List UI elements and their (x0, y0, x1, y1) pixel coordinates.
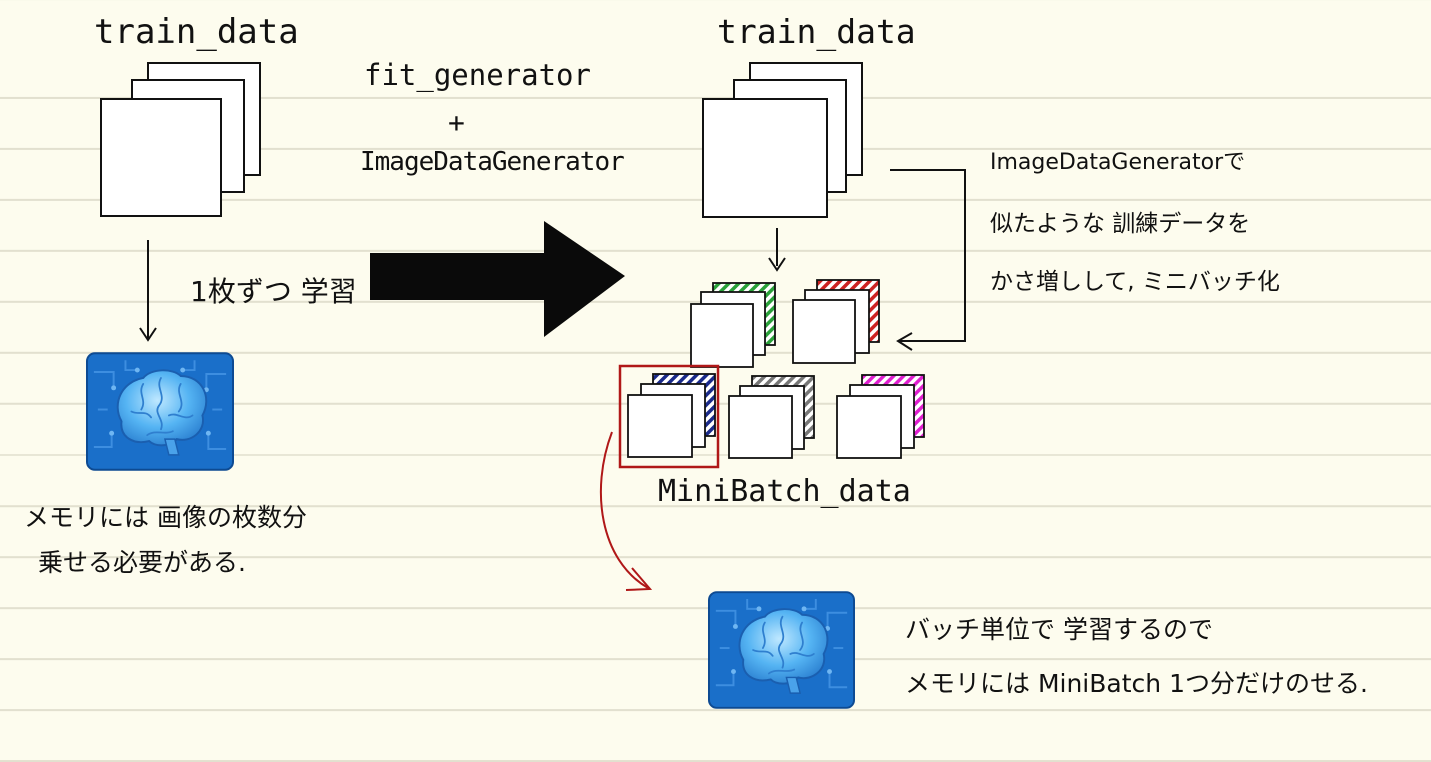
middle-line1: fit_generator (364, 58, 591, 92)
arrow-head (139, 327, 157, 342)
arrow-head (768, 257, 786, 272)
minibatch-group-magenta (836, 374, 925, 459)
image-sheet (100, 98, 222, 217)
left-note-line2: 乗せる必要がある. (38, 548, 246, 577)
minibatch-group-navy (627, 373, 716, 458)
brain-chip-icon (86, 352, 234, 471)
augment-bracket-arrow (890, 169, 966, 342)
minibatch-group-red (792, 279, 880, 364)
bottom-note-line1: バッチ単位で 学習するので (905, 615, 1213, 644)
middle-line2: + (448, 106, 465, 139)
left-image-stack (100, 62, 261, 217)
right-train-data-title: train_data (717, 12, 916, 51)
image-sheet (702, 98, 828, 218)
bottom-note-line2: メモリには MiniBatch 1つ分だけのせる. (905, 669, 1368, 698)
side-note-line1: ImageDataGeneratorで (990, 150, 1246, 175)
side-note-line3: かさ増しして, ミニバッチ化 (990, 269, 1280, 295)
curved-arrow (599, 431, 649, 589)
minibatch-group-gray (728, 375, 815, 459)
left-arrow-label: 1枚ずつ 学習 (190, 275, 357, 308)
side-note-line2: 似たような 訓練データを (990, 211, 1251, 237)
middle-line3: ImageDataGenerator (360, 147, 625, 177)
right-image-stack (702, 62, 863, 218)
minibatch-group-green (690, 282, 776, 368)
minibatch-highlight-box (618, 364, 720, 469)
brain-chip-icon (708, 591, 855, 709)
left-train-data-title: train_data (94, 12, 299, 52)
arrow-head (896, 332, 913, 351)
minibatch-label: MiniBatch_data (658, 474, 911, 509)
left-note-line1: メモリには 画像の枚数分 (24, 503, 307, 532)
big-right-arrow (370, 221, 625, 337)
arrow-head (625, 567, 653, 591)
